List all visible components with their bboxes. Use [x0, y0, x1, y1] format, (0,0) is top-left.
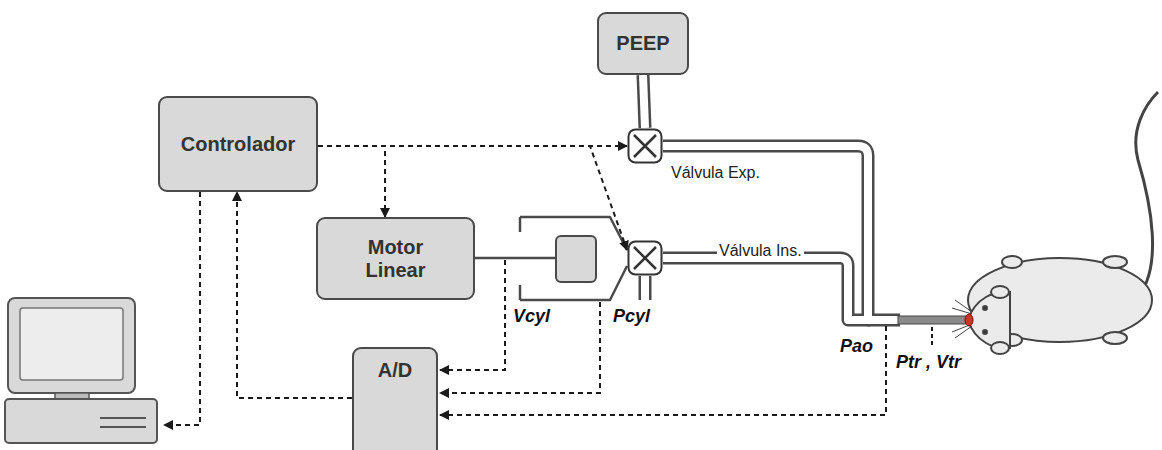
piston-rod [475, 257, 556, 260]
valve-symbol: Válvula Exp. [627, 128, 663, 164]
valve-label: Válvula Exp. [669, 164, 762, 182]
signal-line [440, 302, 600, 393]
box-label: PEEP [616, 32, 669, 55]
signal-line [440, 326, 886, 415]
signal-line [318, 146, 385, 217]
signal-name: Vcyl [511, 306, 552, 327]
signal-name: Pcyl [611, 306, 652, 327]
box-label: Controlador [181, 133, 295, 156]
process-box: Controlador [158, 96, 318, 192]
pipe-bore [645, 146, 902, 320]
pipe-wall [643, 75, 645, 128]
valve-outline [627, 128, 663, 164]
tracheal-tube [898, 316, 968, 324]
air-pipe [643, 75, 645, 128]
process-box: PEEP [597, 12, 689, 75]
signal-line [164, 192, 200, 425]
valve-symbol: Válvula Ins. [627, 240, 663, 276]
pipe [645, 146, 900, 320]
leader-line [931, 327, 933, 348]
valve-outline [627, 240, 663, 276]
signal-name: Pao [838, 336, 875, 357]
valve-label: Válvula Ins. [717, 242, 804, 260]
piston [556, 236, 596, 282]
signal-name: Ptr , Vtr [894, 352, 963, 373]
rat-illustration [952, 92, 1158, 354]
computer-icon [5, 298, 157, 443]
process-box: A/D [352, 347, 438, 450]
control-signal [318, 146, 385, 217]
pipe-bore [643, 75, 645, 128]
box-label: Motor Linear [346, 236, 446, 282]
process-box: Motor Linear [316, 217, 475, 300]
box-label: A/D [378, 359, 412, 382]
